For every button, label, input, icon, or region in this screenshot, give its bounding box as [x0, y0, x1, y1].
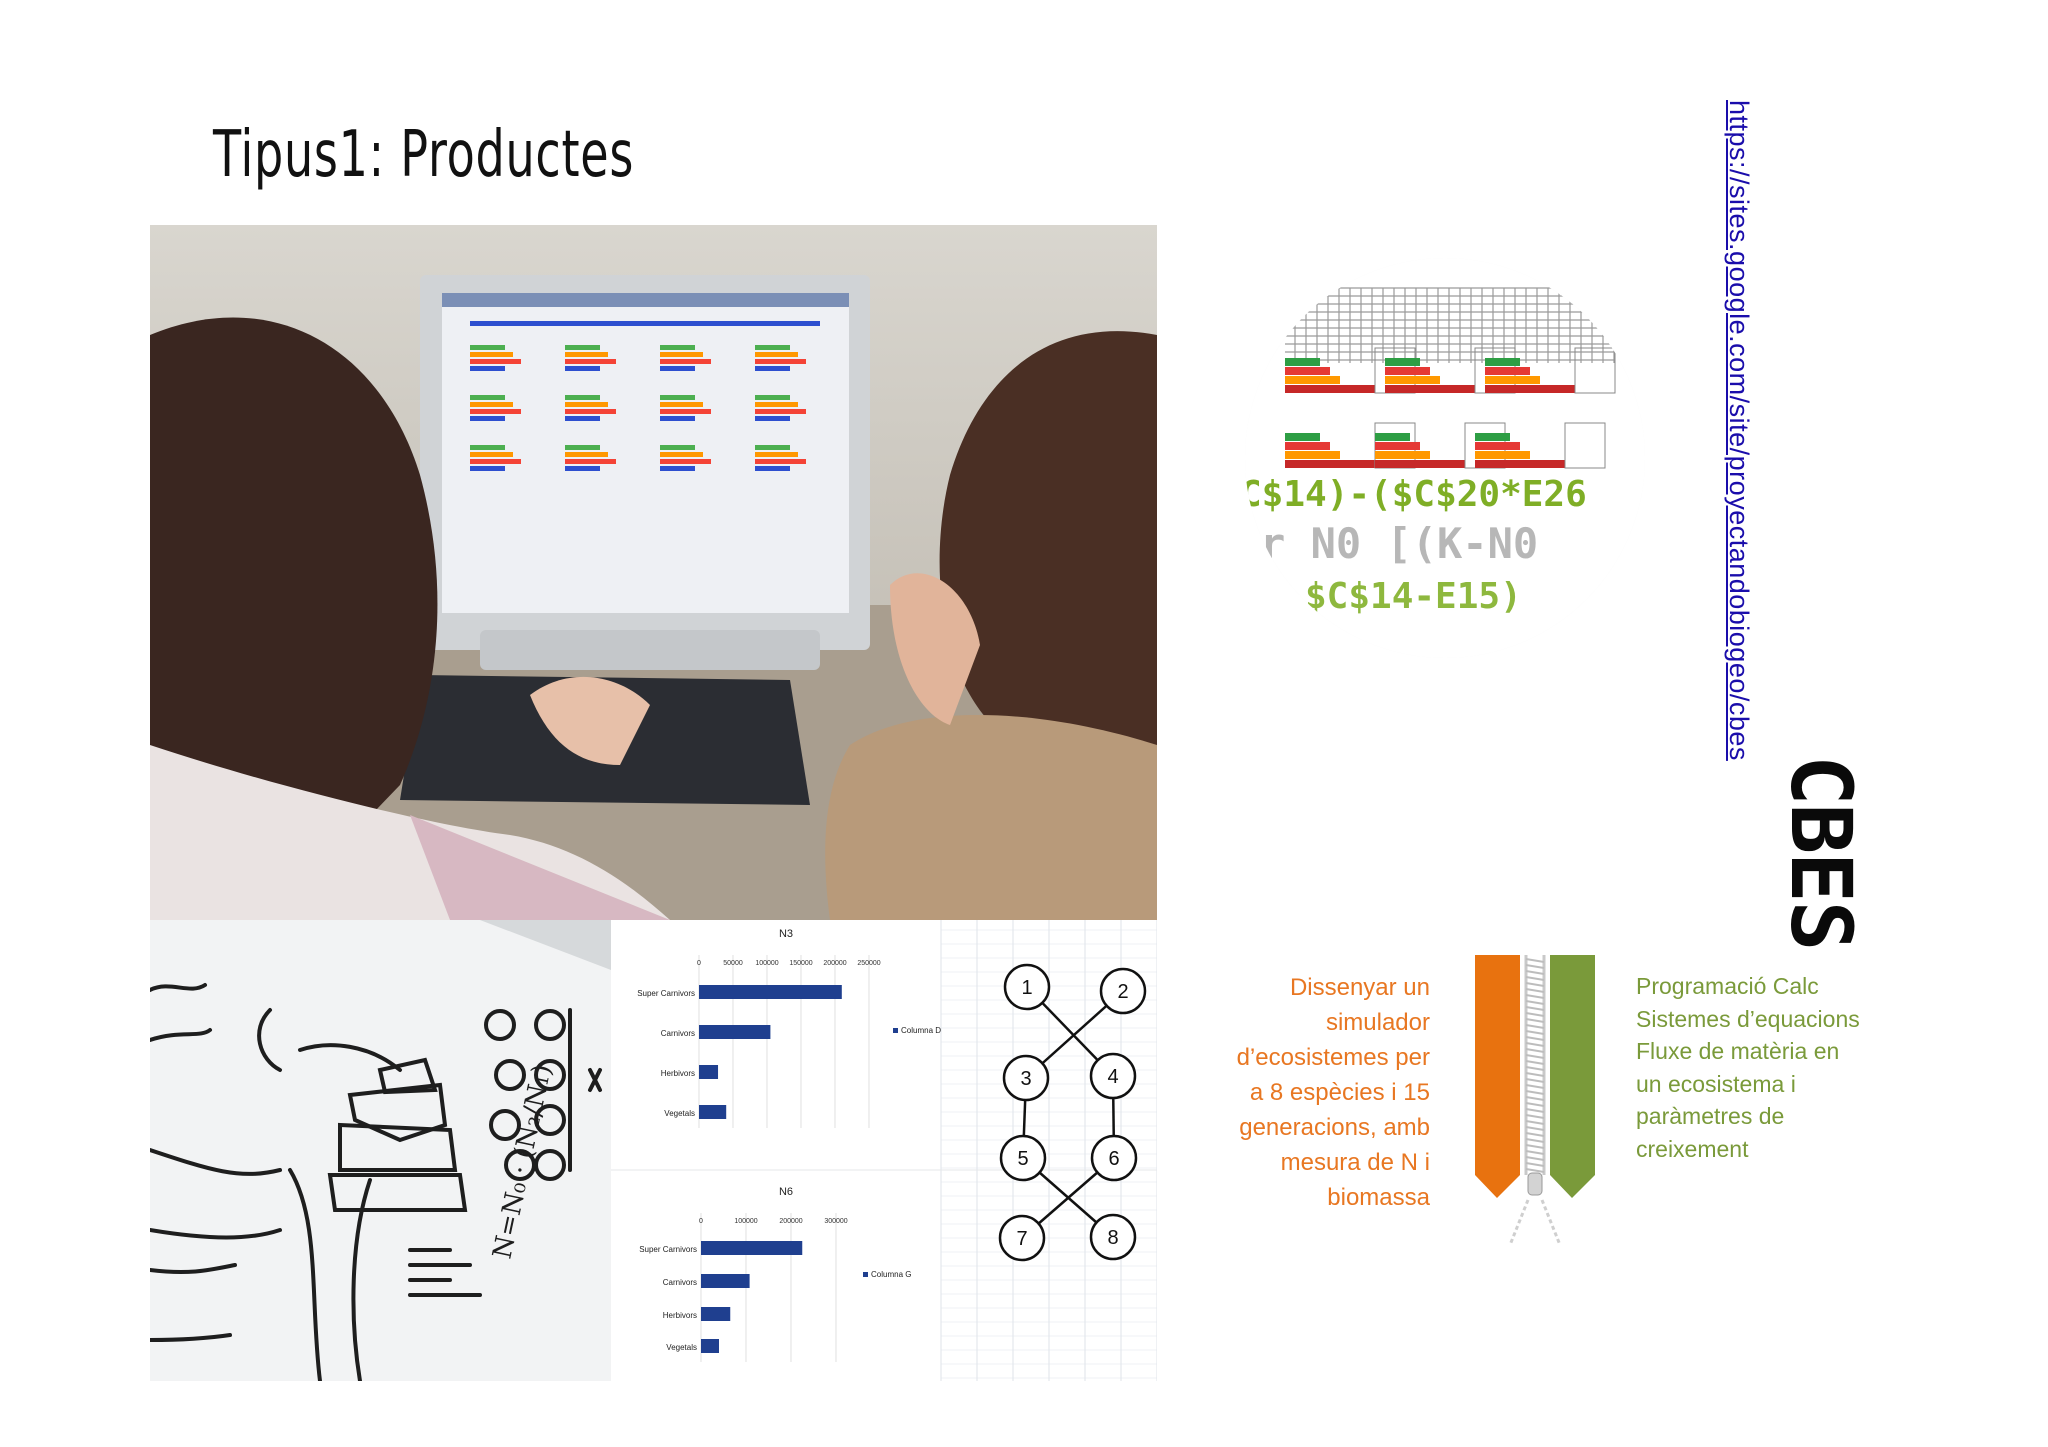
zoom-formula-line-1: C$14)-($C$20*E26: [1245, 474, 1587, 515]
legend-label: Columna D: [901, 1026, 941, 1035]
chart-tick-label: 0: [699, 1218, 703, 1225]
graph-node-label: 7: [1016, 1228, 1027, 1250]
zoom-formula-line-3: $C$14-E15): [1305, 576, 1522, 617]
chart-tick-label: 250000: [857, 960, 880, 967]
chart-bar: [699, 1065, 719, 1079]
description-line: a 8 espècies i 15: [1249, 1079, 1430, 1106]
chart-bar: [701, 1274, 750, 1288]
graph-node-label: 6: [1108, 1148, 1119, 1170]
graph-node-label: 5: [1017, 1148, 1028, 1170]
project-skills: Programació Calc Sistemes d’equacions Fl…: [1636, 970, 1896, 1165]
chart-bar: [701, 1307, 731, 1321]
project-description: Dissenyar un simulador d’ecosistemes per…: [1190, 970, 1430, 1215]
skills-line: paràmetres de: [1636, 1103, 1785, 1129]
chart-category-label: Carnivors: [663, 1278, 697, 1287]
description-line: d’ecosistemes per: [1236, 1044, 1430, 1071]
chart-category-label: Herbivors: [661, 1069, 695, 1078]
spreadsheet-zoom-circle: C$14)-($C$20*E26 r N0 [(K-N0 $C$14-E15): [1245, 258, 1645, 658]
chart-tick-label: 200000: [779, 1218, 802, 1225]
skills-line: creixement: [1636, 1135, 1749, 1162]
chart-title: N3: [779, 928, 793, 940]
graph-node-label: 2: [1117, 981, 1128, 1003]
graph-node: [999, 1134, 1047, 1182]
chart-tick-label: 0: [697, 960, 701, 967]
graph-node: [1089, 1052, 1137, 1100]
description-line: mesura de N i: [1280, 1149, 1430, 1176]
project-url-text[interactable]: https://sites.google.com/site/proyectand…: [1724, 100, 1754, 761]
chart-tick-label: 200000: [823, 960, 846, 967]
description-line: simulador: [1325, 1009, 1430, 1036]
project-code-text: CBES: [1772, 755, 1870, 950]
graph-node: [998, 1214, 1046, 1262]
legend-label: Columna G: [871, 1270, 911, 1279]
chart-tick-label: 100000: [755, 960, 778, 967]
chart-bar: [701, 1339, 719, 1353]
legend-swatch: [863, 1272, 868, 1277]
graph-node: [1003, 963, 1051, 1011]
graph-node-label: 4: [1107, 1066, 1118, 1088]
skills-line: Sistemes d’equacions: [1636, 1005, 1860, 1032]
skills-line: Fluxe de matèria en: [1636, 1038, 1840, 1064]
zoom-formula-line-2: r N0 [(K-N0: [1260, 519, 1538, 568]
chart-category-label: Super Carnivors: [639, 1245, 697, 1254]
graph-node: [1099, 967, 1147, 1015]
chart-tick-label: 100000: [734, 1218, 757, 1225]
legend-swatch: [893, 1028, 898, 1033]
chart-tick-label: 50000: [723, 960, 743, 967]
chart-category-label: Vegetals: [664, 1109, 695, 1118]
project-code: CBES: [1772, 755, 1870, 949]
description-line: Dissenyar un: [1289, 974, 1430, 1001]
chart-tick-label: 300000: [824, 1218, 847, 1225]
graph-node: [1089, 1213, 1137, 1261]
students-computer-photo: [150, 225, 1157, 920]
description-line: biomassa: [1327, 1184, 1430, 1211]
chart-bar: [699, 1105, 727, 1119]
chart-category-label: Super Carnivors: [637, 989, 695, 998]
chart-bar: [699, 1025, 771, 1039]
slide-title: Tipus1: Productes: [213, 118, 635, 192]
description-line: generacions, amb: [1239, 1114, 1430, 1141]
graph-node: [1090, 1134, 1138, 1182]
chart-category-label: Carnivors: [661, 1029, 695, 1038]
chart-category-label: Herbivors: [663, 1311, 697, 1320]
skills-line: un ecosistema i: [1636, 1070, 1796, 1097]
chart-title: N6: [779, 1186, 793, 1198]
chart-category-label: Vegetals: [666, 1343, 697, 1352]
graph-node-label: 3: [1020, 1068, 1031, 1090]
skills-line: Programació Calc: [1636, 973, 1819, 999]
graph-node: [1002, 1054, 1050, 1102]
chart-bar: [701, 1241, 803, 1255]
whiteboard-sketch-photo: N=N₀ · (N₂/N₁): [150, 920, 611, 1381]
chart-tick-label: 150000: [789, 960, 812, 967]
graph-node-label: 1: [1021, 977, 1032, 999]
graph-node-label: 8: [1107, 1227, 1118, 1249]
zipper-graphic: [1470, 955, 1600, 1245]
chart-bar: [699, 985, 842, 999]
project-url-link[interactable]: https://sites.google.com/site/proyectand…: [1720, 100, 1760, 810]
